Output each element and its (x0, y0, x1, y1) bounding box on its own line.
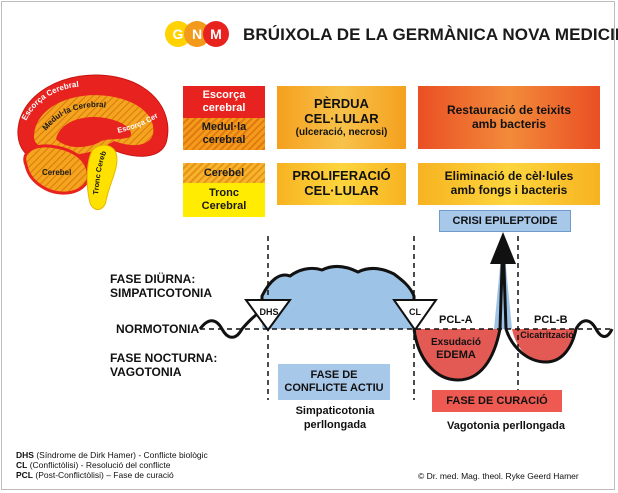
cl-triangle (392, 299, 438, 332)
elimination-box: Eliminació de cèl·lules amb fongs i bact… (418, 163, 600, 205)
cl-marker-label: CL (409, 307, 421, 317)
footer-cl-abbr: CL (16, 460, 28, 470)
proliferation-line1: PROLIFERACIÓ (292, 168, 391, 184)
footer-cl-row: CL (Conflictòlisi) - Resolució del confl… (16, 460, 208, 470)
cell-loss-line2: CEL·LULAR (304, 110, 379, 126)
exudation-edema-label: Exsudació EDEMA (424, 337, 488, 361)
proliferation-line2: CEL·LULAR (304, 183, 379, 198)
footer-dhs-abbr: DHS (16, 450, 34, 460)
legend-cerebellum-box: Cerebel (183, 163, 265, 183)
cell-loss-box: PÈRDUA CEL·LULAR (ulceració, necrosi) (277, 86, 406, 149)
legend-cortex-line2: cerebral (202, 102, 246, 114)
legend-cortex-line1: Escorça (202, 89, 246, 102)
dhs-marker-label: DHS (259, 307, 279, 317)
brainstem-shape (86, 144, 118, 210)
elimination-line1: Eliminació de cèl·lules (444, 169, 574, 184)
footer-pcl-row: PCL (Post-Conflictòlisi) – Fase de curac… (16, 470, 208, 480)
day-phase-label: FASE DIÜRNA: SIMPATICOTONIA (110, 272, 212, 300)
pcl-b-label: PCL-B (534, 314, 568, 326)
inner-cortex-shape (56, 117, 132, 148)
active-conflict-line1: FASE DE (310, 369, 358, 382)
footer-legend: DHS (Síndrome de Dirk Hamer) - Conflicte… (16, 450, 208, 480)
cell-loss-sub: (ulceració, necrosi) (295, 126, 388, 138)
crisis-arrow-head (490, 232, 516, 264)
epileptoid-crisis-box: CRISI EPILEPTOIDE (439, 210, 571, 232)
cell-loss-line1: PÈRDUA (314, 95, 369, 111)
legend-brainstem-box: Tronc Cerebral (183, 183, 265, 217)
sympathicotonia-line1: Simpaticotonia (295, 405, 375, 417)
night-phase-label: FASE NOCTURNA: VAGOTONIA (110, 351, 217, 379)
legend-medulla-box: Medul·la cerebral (183, 118, 265, 150)
restoration-box: Restauració de teixits amb bacteris (418, 86, 600, 149)
exudation-label: Exsudació (430, 337, 482, 348)
pcl-a-label: PCL-A (439, 314, 473, 326)
sympathicotonia-caption: Simpaticotonia perllongada (283, 404, 387, 432)
logo-letter-m: M (203, 21, 229, 47)
day-phase-line1: FASE DIÜRNA: (110, 272, 196, 286)
gnm-logo: G N M (165, 21, 229, 47)
legend-medulla-line1: Medul·la (201, 121, 247, 134)
restoration-line1: Restauració de teixits (446, 102, 572, 117)
pcl-a-area (414, 329, 500, 380)
vagotonia-caption: Vagotonia perllongada (447, 420, 565, 432)
healing-phase-box: FASE DE CURACIÓ (432, 390, 562, 412)
active-conflict-box: FASE DE CONFLICTE ACTIU (278, 364, 390, 400)
scarring-label: Cicatrització (520, 330, 574, 340)
pcl-b-area (512, 329, 576, 362)
legend-brainstem-line1: Tronc (209, 187, 239, 200)
page-title: BRÚIXOLA DE LA GERMÀNICA NOVA MEDICINA (243, 25, 618, 44)
sympathicotonia-area (262, 266, 414, 329)
restoration-line2: amb bacteris (471, 116, 547, 131)
phase-wave-line (198, 236, 614, 382)
night-phase-line1: FASE NOCTURNA: (110, 351, 218, 365)
legend-cortex-box: Escorça cerebral (183, 86, 265, 118)
footer-dhs-row: DHS (Síndrome de Dirk Hamer) - Conflicte… (16, 450, 208, 460)
sympathicotonia-line2: perllongada (303, 419, 367, 431)
edema-label: EDEMA (436, 349, 476, 361)
copyright: © Dr. med. Mag. theol. Ryke Geerd Hamer (418, 471, 579, 481)
legend-medulla-line2: cerebral (202, 134, 246, 146)
cerebellum-label: Cerebel (42, 168, 71, 177)
dhs-triangle (244, 299, 292, 332)
normotonia-label: NORMOTONIA (116, 322, 200, 336)
footer-dhs-text: (Síndrome de Dirk Hamer) - Conflicte bio… (33, 450, 208, 460)
footer-cl-text: (Conflictòlisi) - Resolució del conflict… (27, 460, 171, 470)
footer-pcl-abbr: PCL (16, 470, 33, 480)
phase-wave-diagram (198, 232, 614, 400)
footer-pcl-text: (Post-Conflictòlisi) – Fase de curació (33, 470, 174, 480)
proliferation-box: PROLIFERACIÓ CEL·LULAR (277, 163, 406, 205)
day-phase-line2: SIMPATICOTONIA (110, 286, 212, 300)
legend-brainstem-line2: Cerebral (201, 200, 247, 212)
active-conflict-line2: CONFLICTE ACTIU (284, 382, 384, 394)
elimination-line2: amb fongs i bacteris (450, 183, 568, 197)
night-phase-line2: VAGOTONIA (110, 365, 182, 379)
brain-illustration: Escorça Cerebral Medul·la Cerebral Escor… (6, 55, 169, 210)
